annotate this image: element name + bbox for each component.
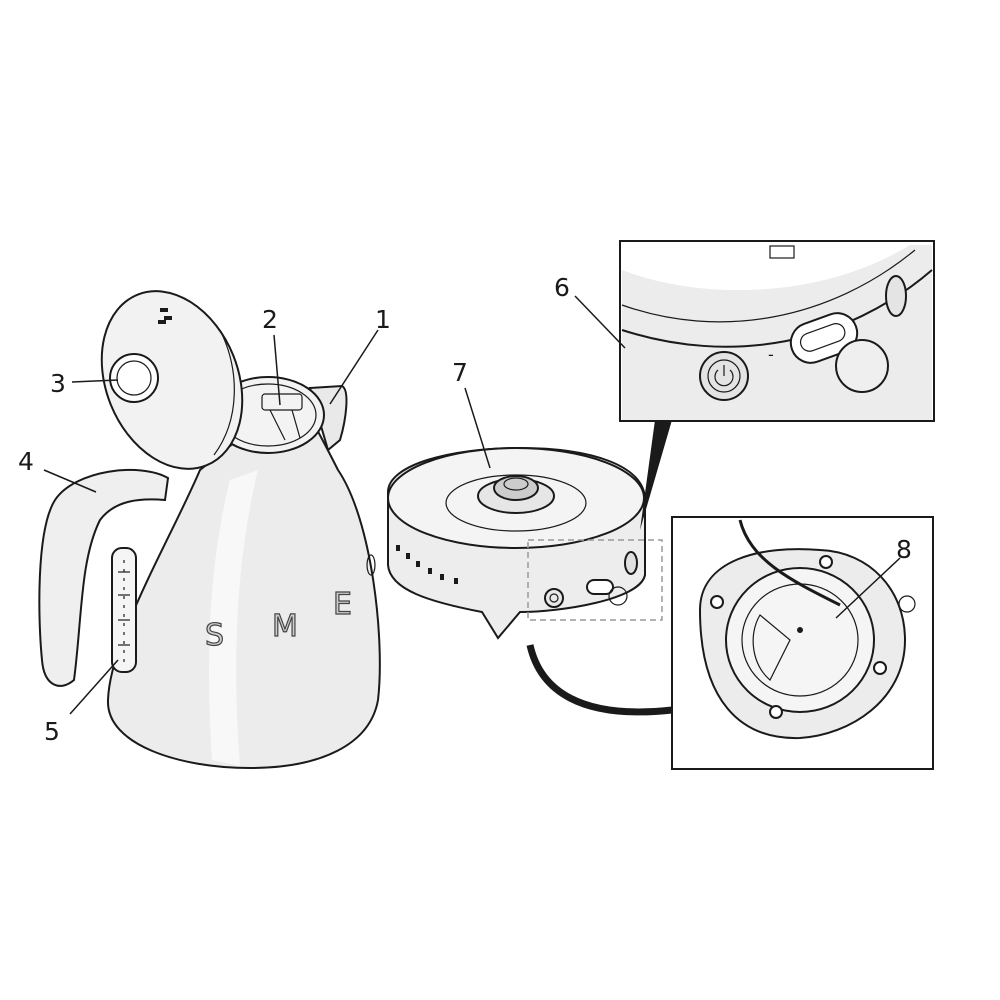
- power-icon[interactable]: [544, 588, 564, 608]
- leader-3: [71, 379, 119, 383]
- inset-switch-knob[interactable]: [898, 595, 916, 613]
- callout-numbers: 1 2 3 4 5 6 7 8: [18, 273, 912, 746]
- callout-6: 6: [554, 273, 570, 302]
- callout-7: 7: [452, 358, 468, 387]
- kettle: S M E: [38, 270, 381, 770]
- lid-grip-icon: [158, 308, 172, 324]
- base-indicator-dots: [396, 545, 458, 584]
- leader-4: [43, 469, 97, 493]
- leader-1: [329, 329, 379, 405]
- brand-letter-m: M: [272, 609, 300, 644]
- inset-pointer: [640, 420, 672, 530]
- leader-7: [464, 387, 491, 469]
- inset-top-tab: [769, 245, 795, 259]
- base-side-button[interactable]: [624, 551, 638, 575]
- leader-6: [574, 295, 626, 349]
- inset-side-button[interactable]: [885, 275, 907, 317]
- leader-5: [69, 659, 119, 715]
- brand-letter-e: E: [333, 587, 354, 622]
- callout-8: 8: [896, 535, 912, 564]
- kettle-handle[interactable]: [38, 468, 170, 687]
- leader-lines: [43, 295, 901, 715]
- callout-5: 5: [44, 717, 60, 746]
- detail-inset-controls: -: [619, 240, 935, 530]
- detail-box-dashed: [527, 539, 663, 621]
- inset-switch[interactable]: [785, 308, 889, 393]
- callout-4: 4: [18, 447, 34, 476]
- callout-1: 1: [375, 305, 391, 334]
- kettle-lid[interactable]: [76, 270, 267, 490]
- base-connector: [493, 475, 539, 501]
- limescale-filter[interactable]: [261, 393, 303, 441]
- inset-cable: [526, 644, 673, 716]
- inset-power-button[interactable]: [699, 351, 749, 401]
- callout-2: 2: [262, 305, 278, 334]
- lid-release-button[interactable]: [109, 353, 159, 403]
- base-connector-core: [503, 477, 529, 491]
- switch-icon[interactable]: [586, 579, 628, 606]
- water-level-window: [111, 547, 137, 673]
- detail-inset-underside: [526, 516, 934, 770]
- water-level-icon: [118, 560, 130, 665]
- brand-letter-s: S: [205, 618, 226, 653]
- leader-8: [835, 557, 901, 619]
- inset-minus-sign: -: [768, 345, 774, 364]
- callout-3: 3: [50, 369, 66, 398]
- leader-2: [273, 334, 281, 406]
- kettle-shading: [209, 470, 258, 766]
- power-base: [387, 446, 663, 640]
- kettle-side-indicator: [366, 554, 376, 576]
- inset-cord: [738, 519, 841, 607]
